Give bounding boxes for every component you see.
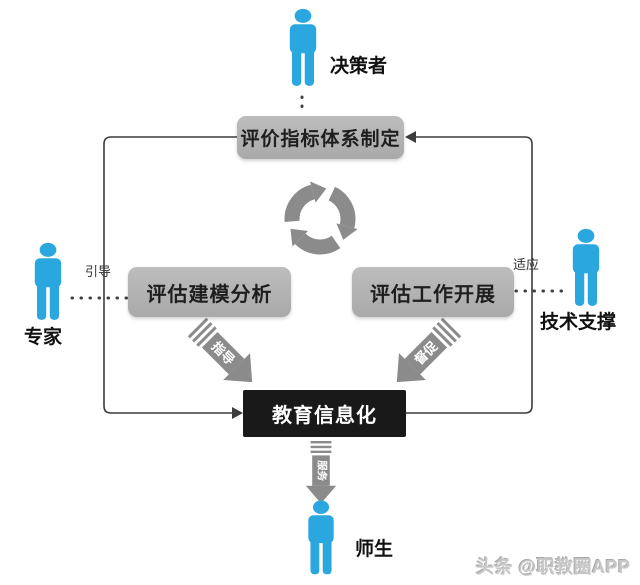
arrowhead-into-top-box — [405, 131, 416, 143]
node-evaluation-index-system: 评价指标体系制定 — [237, 116, 404, 159]
node-evaluation-work-label: 评估工作开展 — [370, 283, 496, 306]
person-tech-support — [564, 228, 608, 308]
person-icon — [34, 242, 62, 320]
node-evaluation-modeling-label: 评估建模分析 — [146, 283, 273, 306]
person-icon — [289, 8, 317, 86]
node-education-informatization-label: 教育信息化 — [272, 405, 377, 427]
person-teachers-students — [299, 500, 343, 576]
watermark-text: 头条 @职教圈APP — [476, 557, 631, 577]
serve-arrow-label: 服务 — [316, 460, 329, 481]
decision-maker-label: 决策者 — [330, 56, 388, 77]
supervise-arrow: 督促 — [396, 317, 462, 383]
loop-line-right — [406, 136, 533, 414]
serve-arrow: 服务 — [305, 441, 337, 504]
person-decision-maker — [281, 6, 325, 90]
expert-label: 专家 — [24, 327, 63, 348]
node-evaluation-work: 评估工作开展 — [352, 267, 514, 317]
person-icon — [572, 228, 600, 306]
loop-line-left — [103, 136, 237, 414]
instruct-arrow: 指导 — [187, 317, 253, 383]
arrowhead-into-center-box — [232, 407, 243, 419]
node-evaluation-modeling: 评估建模分析 — [128, 267, 291, 317]
node-education-informatization: 教育信息化 — [243, 390, 406, 437]
tech-support-label: 技术支撑 — [540, 312, 617, 333]
guide-edge-label: 引导 — [85, 264, 112, 279]
person-icon — [308, 500, 334, 575]
adapt-edge-label: 适应 — [513, 257, 540, 272]
node-evaluation-index-system-label: 评价指标体系制定 — [240, 129, 401, 150]
person-expert — [26, 242, 70, 322]
teachers-students-label: 师生 — [355, 539, 394, 560]
cycle-arrows-icon — [284, 181, 358, 255]
